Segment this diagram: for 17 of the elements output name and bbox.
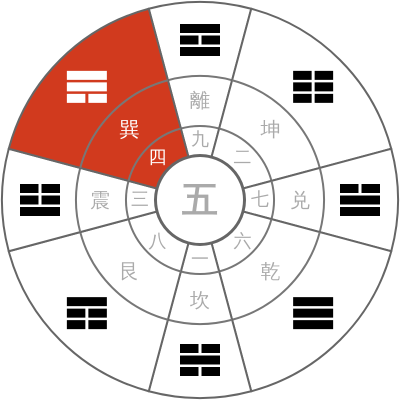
trigram-name: 乾 — [260, 260, 281, 281]
number-label: 八 — [148, 233, 167, 252]
number-label: 一 — [191, 251, 209, 269]
number-label: 三 — [131, 191, 149, 209]
center-number: 五 — [182, 182, 218, 218]
number-label: 四 — [148, 148, 167, 167]
trigram-name: 震 — [90, 190, 110, 210]
trigram-name: 艮 — [119, 260, 140, 281]
trigram-name: 離 — [190, 90, 210, 110]
trigram-name: 坎 — [190, 290, 210, 310]
number-label: 七 — [251, 191, 269, 209]
trigram-name: 兑 — [290, 190, 310, 210]
number-label: 九 — [191, 131, 209, 149]
trigram-name: 巽 — [119, 119, 140, 140]
number-label: 二 — [233, 148, 252, 167]
number-label: 六 — [233, 233, 252, 252]
trigram-name: 坤 — [260, 119, 281, 140]
